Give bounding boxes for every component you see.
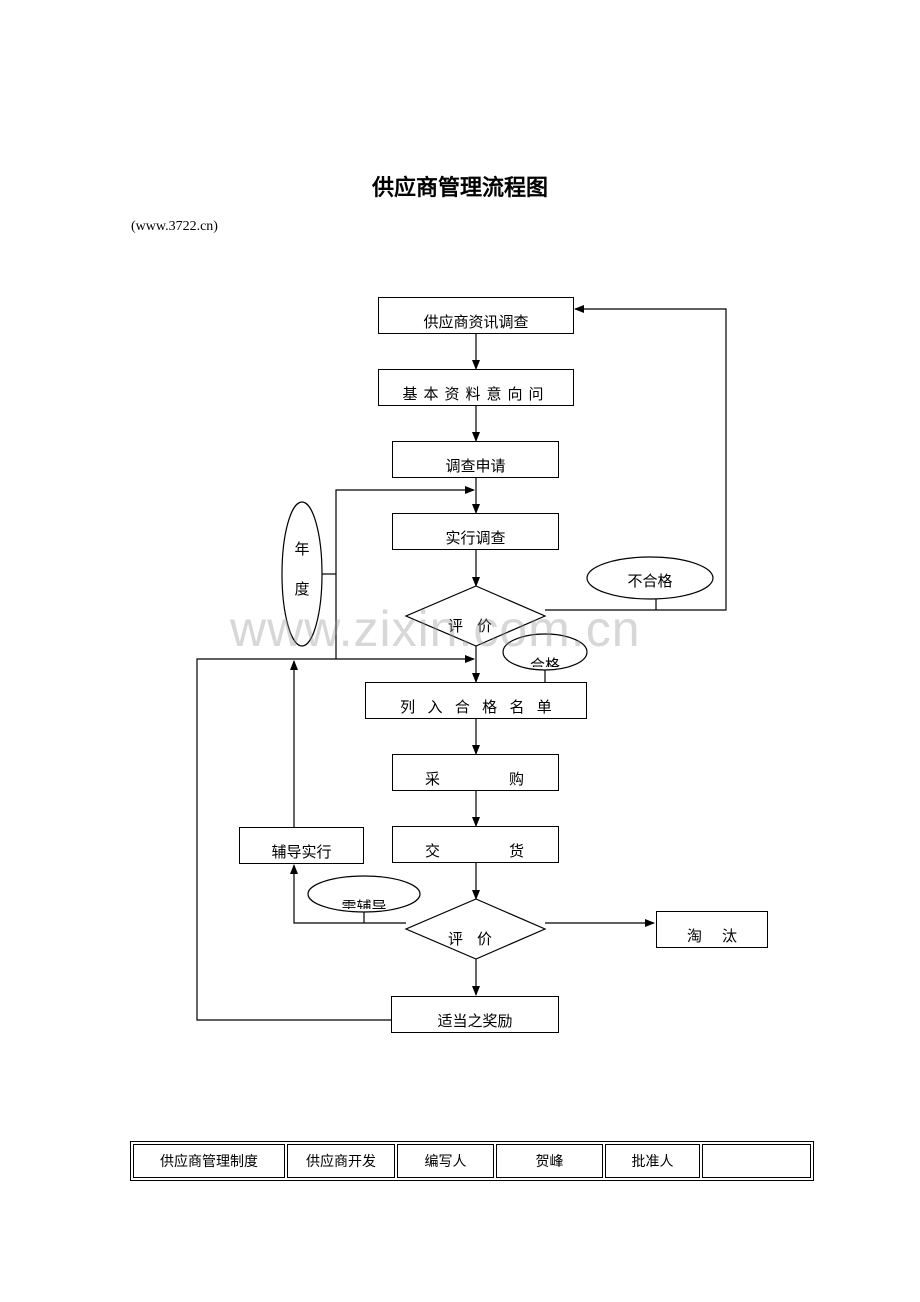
evaluate-diamond-2: [404, 898, 547, 960]
footer-cell: [702, 1144, 811, 1178]
footer-cell: 贺峰: [496, 1144, 603, 1178]
step-investigation-request-label: 调查申请: [445, 457, 506, 475]
delivery-char: 货: [508, 842, 524, 860]
qualified-list-char: 名: [509, 698, 525, 716]
step-conduct-investigation: 实行调查: [392, 513, 559, 550]
evaluate-label-1: 评价: [448, 617, 507, 635]
evaluate-diamond-1: [404, 585, 547, 647]
step-basic-info: 基本资料意向问: [378, 369, 574, 406]
step-delivery: 交 货: [392, 826, 559, 863]
footer-cell: 编写人: [397, 1144, 494, 1178]
qualified-list-char: 列: [400, 698, 416, 716]
qualified-label: 合格: [529, 656, 560, 667]
arrow-eval2-coaching: [290, 864, 406, 924]
footer-cell: 供应商开发: [287, 1144, 395, 1178]
step-supplier-investigation: 供应商资讯调查: [378, 297, 574, 334]
qualified-list-char: 格: [482, 698, 498, 716]
unqualified-label: 不合格: [627, 572, 673, 590]
qualified-ellipse: [502, 633, 588, 671]
step-reward: 适当之奖励: [391, 996, 559, 1033]
document-footer-table: 供应商管理制度 供应商开发 编写人 贺峰 批准人: [130, 1141, 814, 1181]
step-reward-label: 适当之奖励: [437, 1012, 513, 1030]
needs-coaching-ellipse: [307, 875, 421, 913]
purchase-char: 采: [425, 770, 441, 788]
step-eliminate: 淘 汰: [656, 911, 768, 948]
purchase-char: 购: [508, 770, 524, 788]
step-coaching: 辅导实行: [239, 827, 364, 864]
qualified-list-char: 合: [454, 698, 470, 716]
delivery-char: 交: [425, 842, 441, 860]
step-coaching-label: 辅导实行: [271, 843, 332, 861]
footer-cell: 批准人: [605, 1144, 700, 1178]
step-qualified-list: 列 入 合 格 名 单: [365, 682, 587, 719]
step-conduct-investigation-label: 实行调查: [445, 529, 506, 547]
annual-label-bottom: 度: [294, 580, 310, 598]
step-investigation-request: 调查申请: [392, 441, 559, 478]
annual-ellipse: [281, 501, 323, 647]
step-supplier-investigation-label: 供应商资讯调查: [423, 313, 529, 331]
qualified-list-char: 入: [427, 698, 443, 716]
footer-cell: 供应商管理制度: [133, 1144, 285, 1178]
step-purchase: 采 购: [392, 754, 559, 791]
step-basic-info-label: 基本资料意向问: [402, 385, 550, 403]
needs-coaching-label: 需辅导: [341, 898, 387, 909]
source-url: (www.3722.cn): [131, 219, 218, 234]
unqualified-ellipse: [586, 556, 714, 600]
eliminate-char: 淘: [686, 927, 702, 945]
arrow-reward-loop: [196, 655, 475, 1021]
evaluate-label-2: 评价: [448, 930, 507, 948]
page-title: 供应商管理流程图: [371, 175, 548, 201]
qualified-list-char: 单: [536, 698, 552, 716]
arrow-annual-loop: [335, 486, 475, 659]
arrow-unqualified-loop: [545, 305, 727, 611]
annual-label-top: 年: [294, 540, 310, 558]
footer-row: 供应商管理制度 供应商开发 编写人 贺峰 批准人: [133, 1144, 811, 1178]
eliminate-char: 汰: [722, 927, 738, 945]
